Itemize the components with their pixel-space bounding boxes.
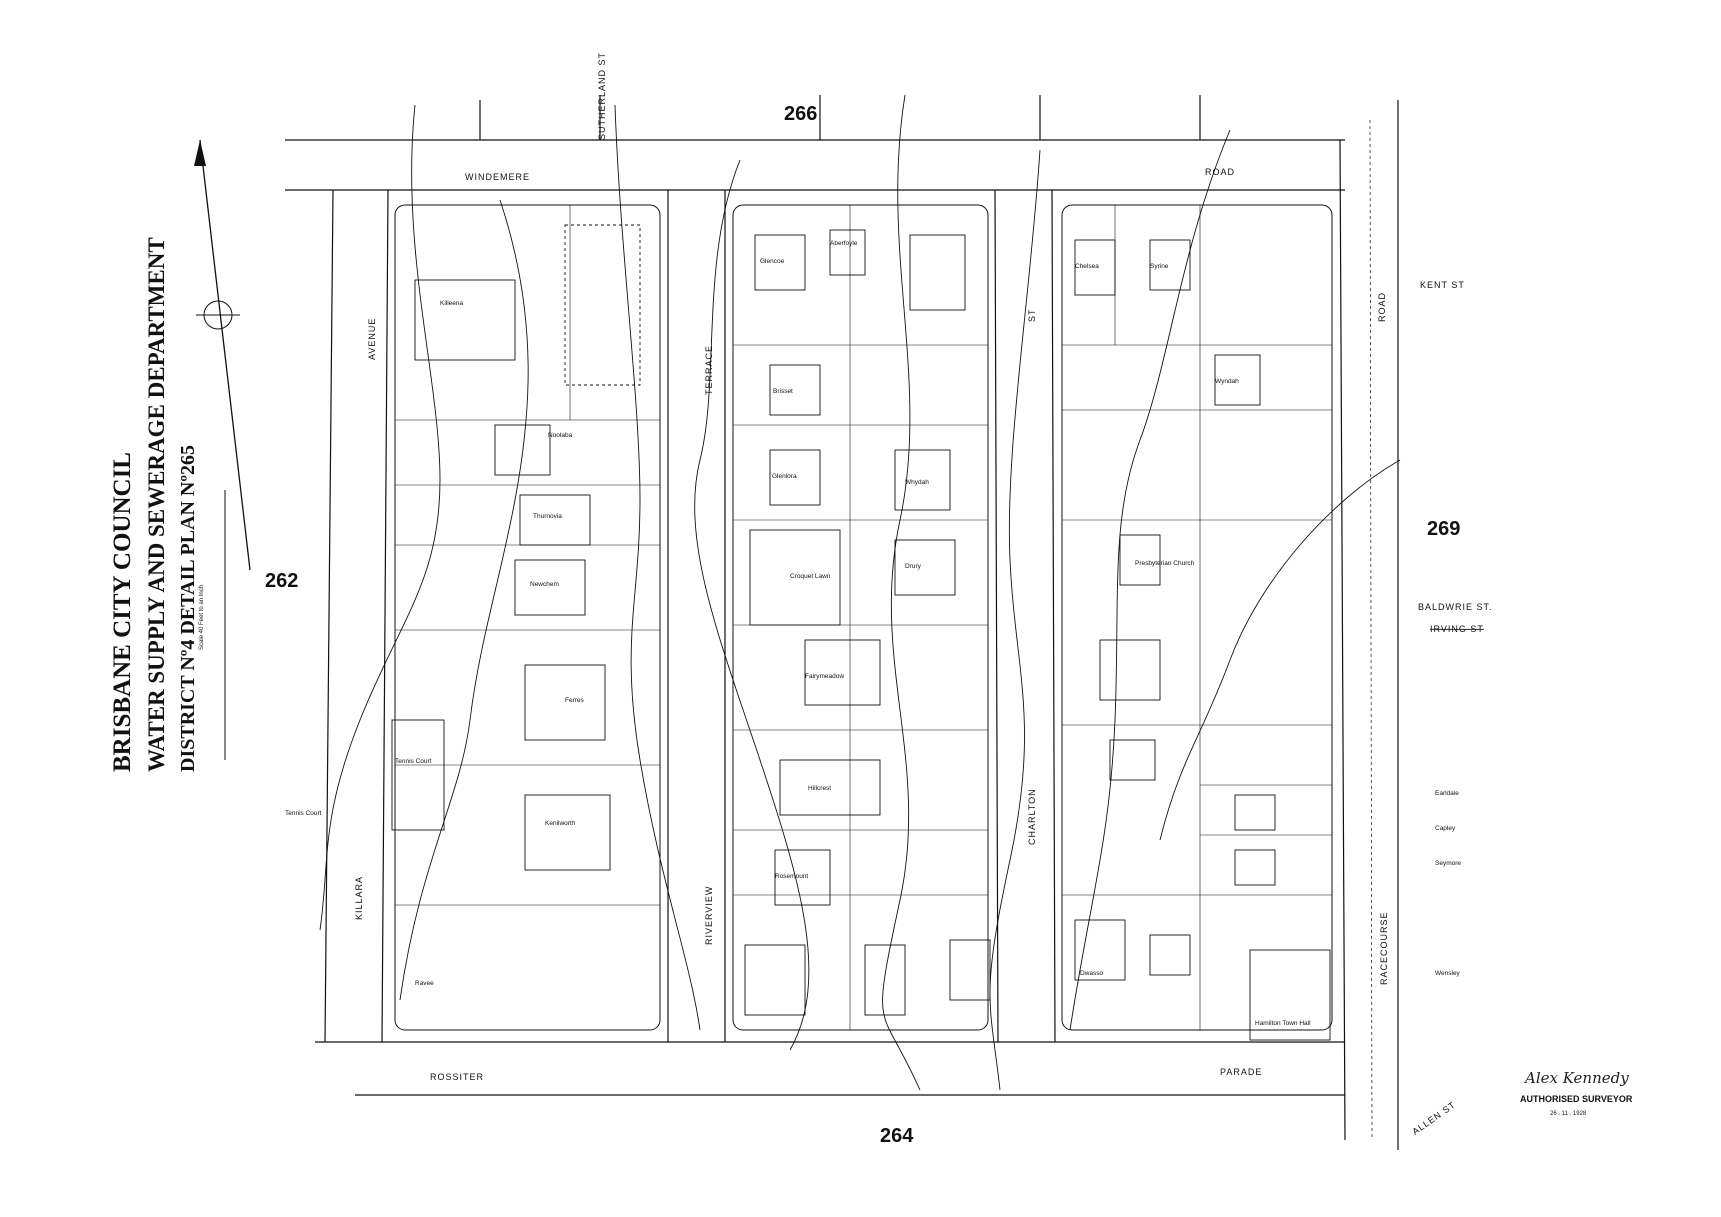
surveyor-signature-block: Alex Kennedy AUTHORISED SURVEYOR 26 . 11… [1520,1069,1633,1117]
building-label: Killeena [440,300,464,307]
title-block: BRISBANE CITY COUNCIL WATER SUPPLY AND S… [109,237,199,772]
street-label-avenue: AVENUE [367,318,377,360]
street-label-allen: ALLEN ST [1410,1099,1457,1136]
scale-note: Scale 40 Feet to an Inch [199,585,205,650]
street-label-baldwrie: BALDWRIE ST. [1418,602,1493,612]
street-label-st: ST [1027,308,1037,322]
sheet-number-south: 264 [880,1125,914,1147]
building-label: Newchem [530,581,559,588]
building-label: Presbyterian Church [1135,560,1195,567]
building-label: Fairymeadow [805,673,844,680]
building-label: Rosemount [775,873,808,880]
contour-lines [319,94,1401,1091]
street-label-irving: IRVING ST [1430,624,1484,634]
street-label-riverview: RIVERVIEW [704,886,714,945]
building-label: Syrine [1150,263,1169,270]
street-label-racecourse: RACECOURSE [1379,911,1389,985]
street-label-windemere: WINDEMERE [465,172,530,182]
building-label: Drury [905,563,922,570]
title-line2: WATER SUPPLY AND SEWERAGE DEPARTMENT [144,237,169,772]
sheet-number-east: 269 [1427,518,1460,540]
street-label-charlton: CHARLTON [1027,788,1037,845]
sheet-number-west: 262 [265,570,298,592]
surveyor-title: AUTHORISED SURVEYOR [1520,1094,1633,1104]
north-arrow-icon [194,139,251,571]
title-line3: DISTRICT Nº4 DETAIL PLAN Nº265 [177,445,199,772]
lot-lines [395,205,1332,1030]
building-label: Tennis Court [395,758,432,765]
building-label: Wensley [1435,970,1461,977]
street-label-sutherland: SUTHERLAND ST [597,52,607,140]
building-label: Ferres [565,697,585,704]
building-label: Glencoe [760,258,785,265]
building-label: Noolaba [548,432,573,439]
building-label: Dwasso [1080,970,1104,977]
block-outlines [394,204,1333,1031]
street-label-kent: KENT ST [1420,280,1465,290]
street-lines [285,95,1399,1150]
building-label: Chelsea [1075,263,1099,270]
building-label: Earldale [1435,790,1459,797]
surveyor-date: 26 . 11 . 1928 [1550,1111,1587,1117]
building-label: Hamilton Town Hall [1255,1020,1311,1027]
street-label-parade: PARADE [1220,1067,1262,1077]
building-label: Ravee [415,980,434,987]
building-label: Glenlora [772,473,797,480]
building-label: Seymore [1435,860,1461,867]
title-line1: BRISBANE CITY COUNCIL [109,452,136,772]
building-label: Wyndah [1215,378,1239,385]
building-label: Brisset [773,388,793,395]
street-label-windemere-road: ROAD [1205,167,1235,177]
street-label-terrace: TERRACE [704,345,714,395]
building-footprints [391,224,1331,1041]
building-label: Aberfoyle [830,240,858,247]
building-label: Kenilworth [545,820,576,827]
building-label: Thurnovia [533,513,562,520]
sheet-number-north: 266 [784,103,817,125]
street-label-rossiter: ROSSITER [430,1072,484,1082]
building-label: Hillcrest [808,785,831,792]
street-label-road-east: ROAD [1377,292,1387,322]
building-label: Whydah [905,479,929,486]
building-label: Tennis Court [285,810,322,817]
surveyor-signature: Alex Kennedy [1523,1069,1629,1087]
building-label: Croquet Lawn [790,573,831,580]
scale-block: Scale 40 Feet to an Inch [199,490,226,760]
street-label-killara: KILLARA [354,876,364,920]
building-label: Capley [1435,825,1456,832]
